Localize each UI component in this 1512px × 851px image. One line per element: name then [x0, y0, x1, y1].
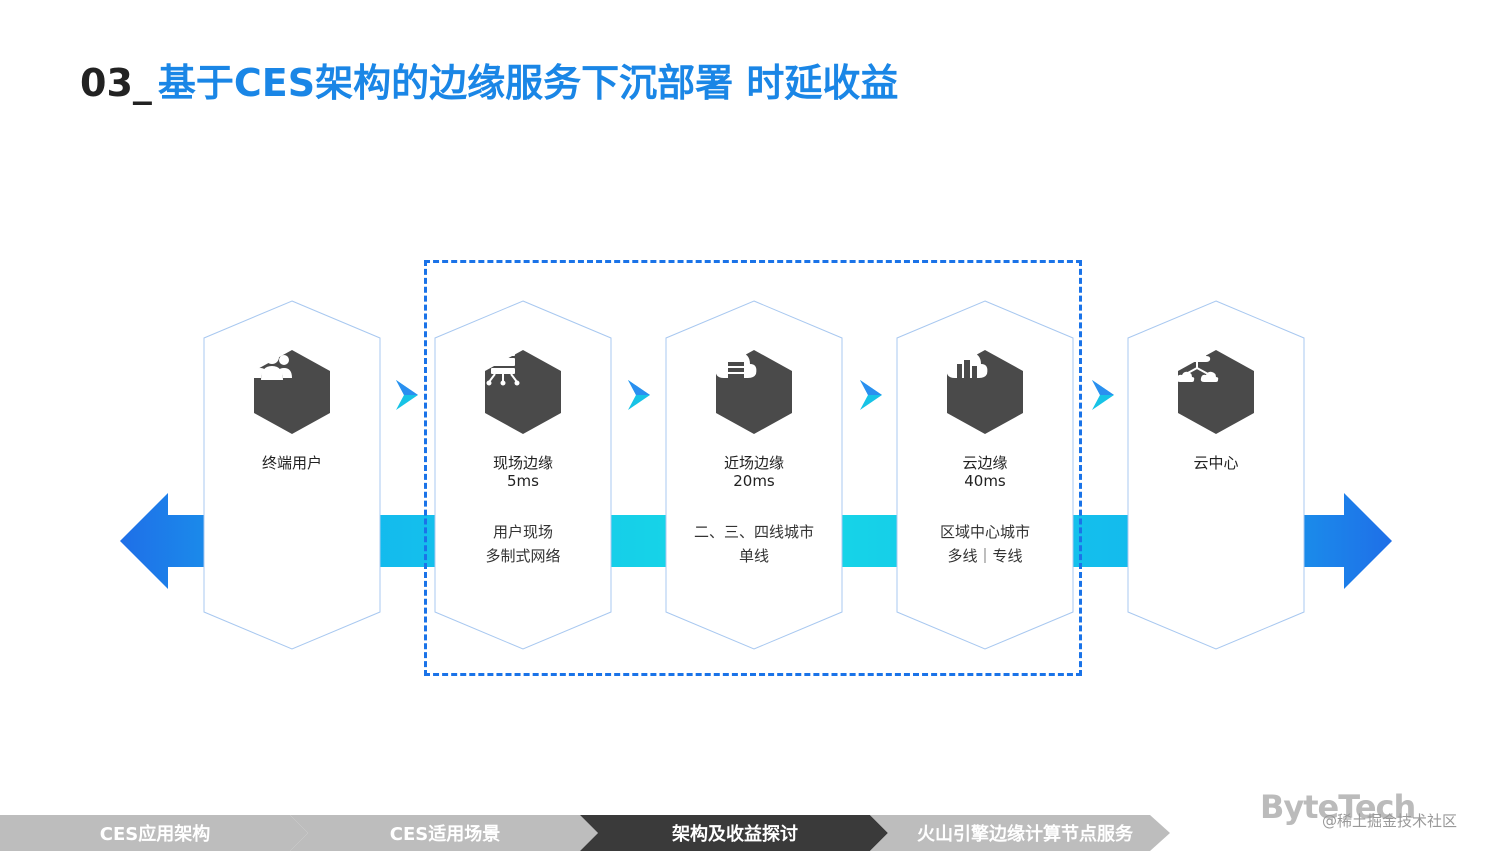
- cloud-network-icon: [1176, 348, 1256, 436]
- section-number: 03_: [80, 61, 152, 105]
- tier-latency: 40ms: [964, 472, 1006, 490]
- section-title: 基于CES架构的边缘服务下沉部署 时延收益: [157, 61, 899, 105]
- tier-name: 现场边缘: [492, 454, 553, 472]
- tier-name: 云边缘: [962, 454, 1008, 472]
- tier-card: 终端用户: [203, 300, 381, 650]
- tier-description: 区域中心城市多线｜专线: [939, 523, 1030, 565]
- nav-tab-ces-scenarios[interactable]: CES适用场景: [290, 815, 600, 851]
- bytetech-logo: ByteTech: [1260, 788, 1416, 826]
- tier-name: 云中心: [1193, 454, 1239, 472]
- nav-tab-volcano-edge-service[interactable]: 火山引擎边缘计算节点服务: [870, 815, 1180, 851]
- tier-name: 近场边缘: [723, 454, 784, 472]
- tier-description: 用户现场多制式网络: [485, 523, 561, 565]
- tier-latency: 5ms: [507, 472, 539, 490]
- cloud-datacenter-icon: [945, 348, 1025, 436]
- tier-description: 二、三、四线城市单线: [693, 523, 814, 565]
- chevron-right-icon: [860, 380, 882, 410]
- tier-card: 云中心: [1127, 300, 1305, 650]
- nav-tab-architecture-benefits[interactable]: 架构及收益探讨: [580, 815, 890, 851]
- tier-latency: 20ms: [733, 472, 775, 490]
- edge-tier-highlight: [424, 260, 1082, 676]
- chevron-right-icon: [1092, 380, 1114, 410]
- page-title: 03_基于CES架构的边缘服务下沉部署 时延收益: [80, 52, 898, 107]
- right-arrow-label: 高效率 高密集: [1192, 525, 1238, 561]
- users-icon: [252, 348, 332, 436]
- tier-name: 终端用户: [261, 454, 322, 472]
- cloud-server-icon: [714, 348, 794, 436]
- chevron-right-icon: [396, 380, 418, 410]
- section-nav: CES应用架构 CES适用场景 架构及收益探讨 火山引擎边缘计算节点服务: [0, 815, 1180, 851]
- chevron-right-icon: [628, 380, 650, 410]
- watermark-caption: @稀土掘金技术社区: [1322, 812, 1458, 830]
- nav-tab-ces-architecture[interactable]: CES应用架构: [0, 815, 310, 851]
- left-arrow-label: 低时延 低成本: [268, 525, 314, 561]
- server-icon: [483, 348, 563, 436]
- watermark: ByteTech @稀土掘金技术社区: [1260, 788, 1490, 838]
